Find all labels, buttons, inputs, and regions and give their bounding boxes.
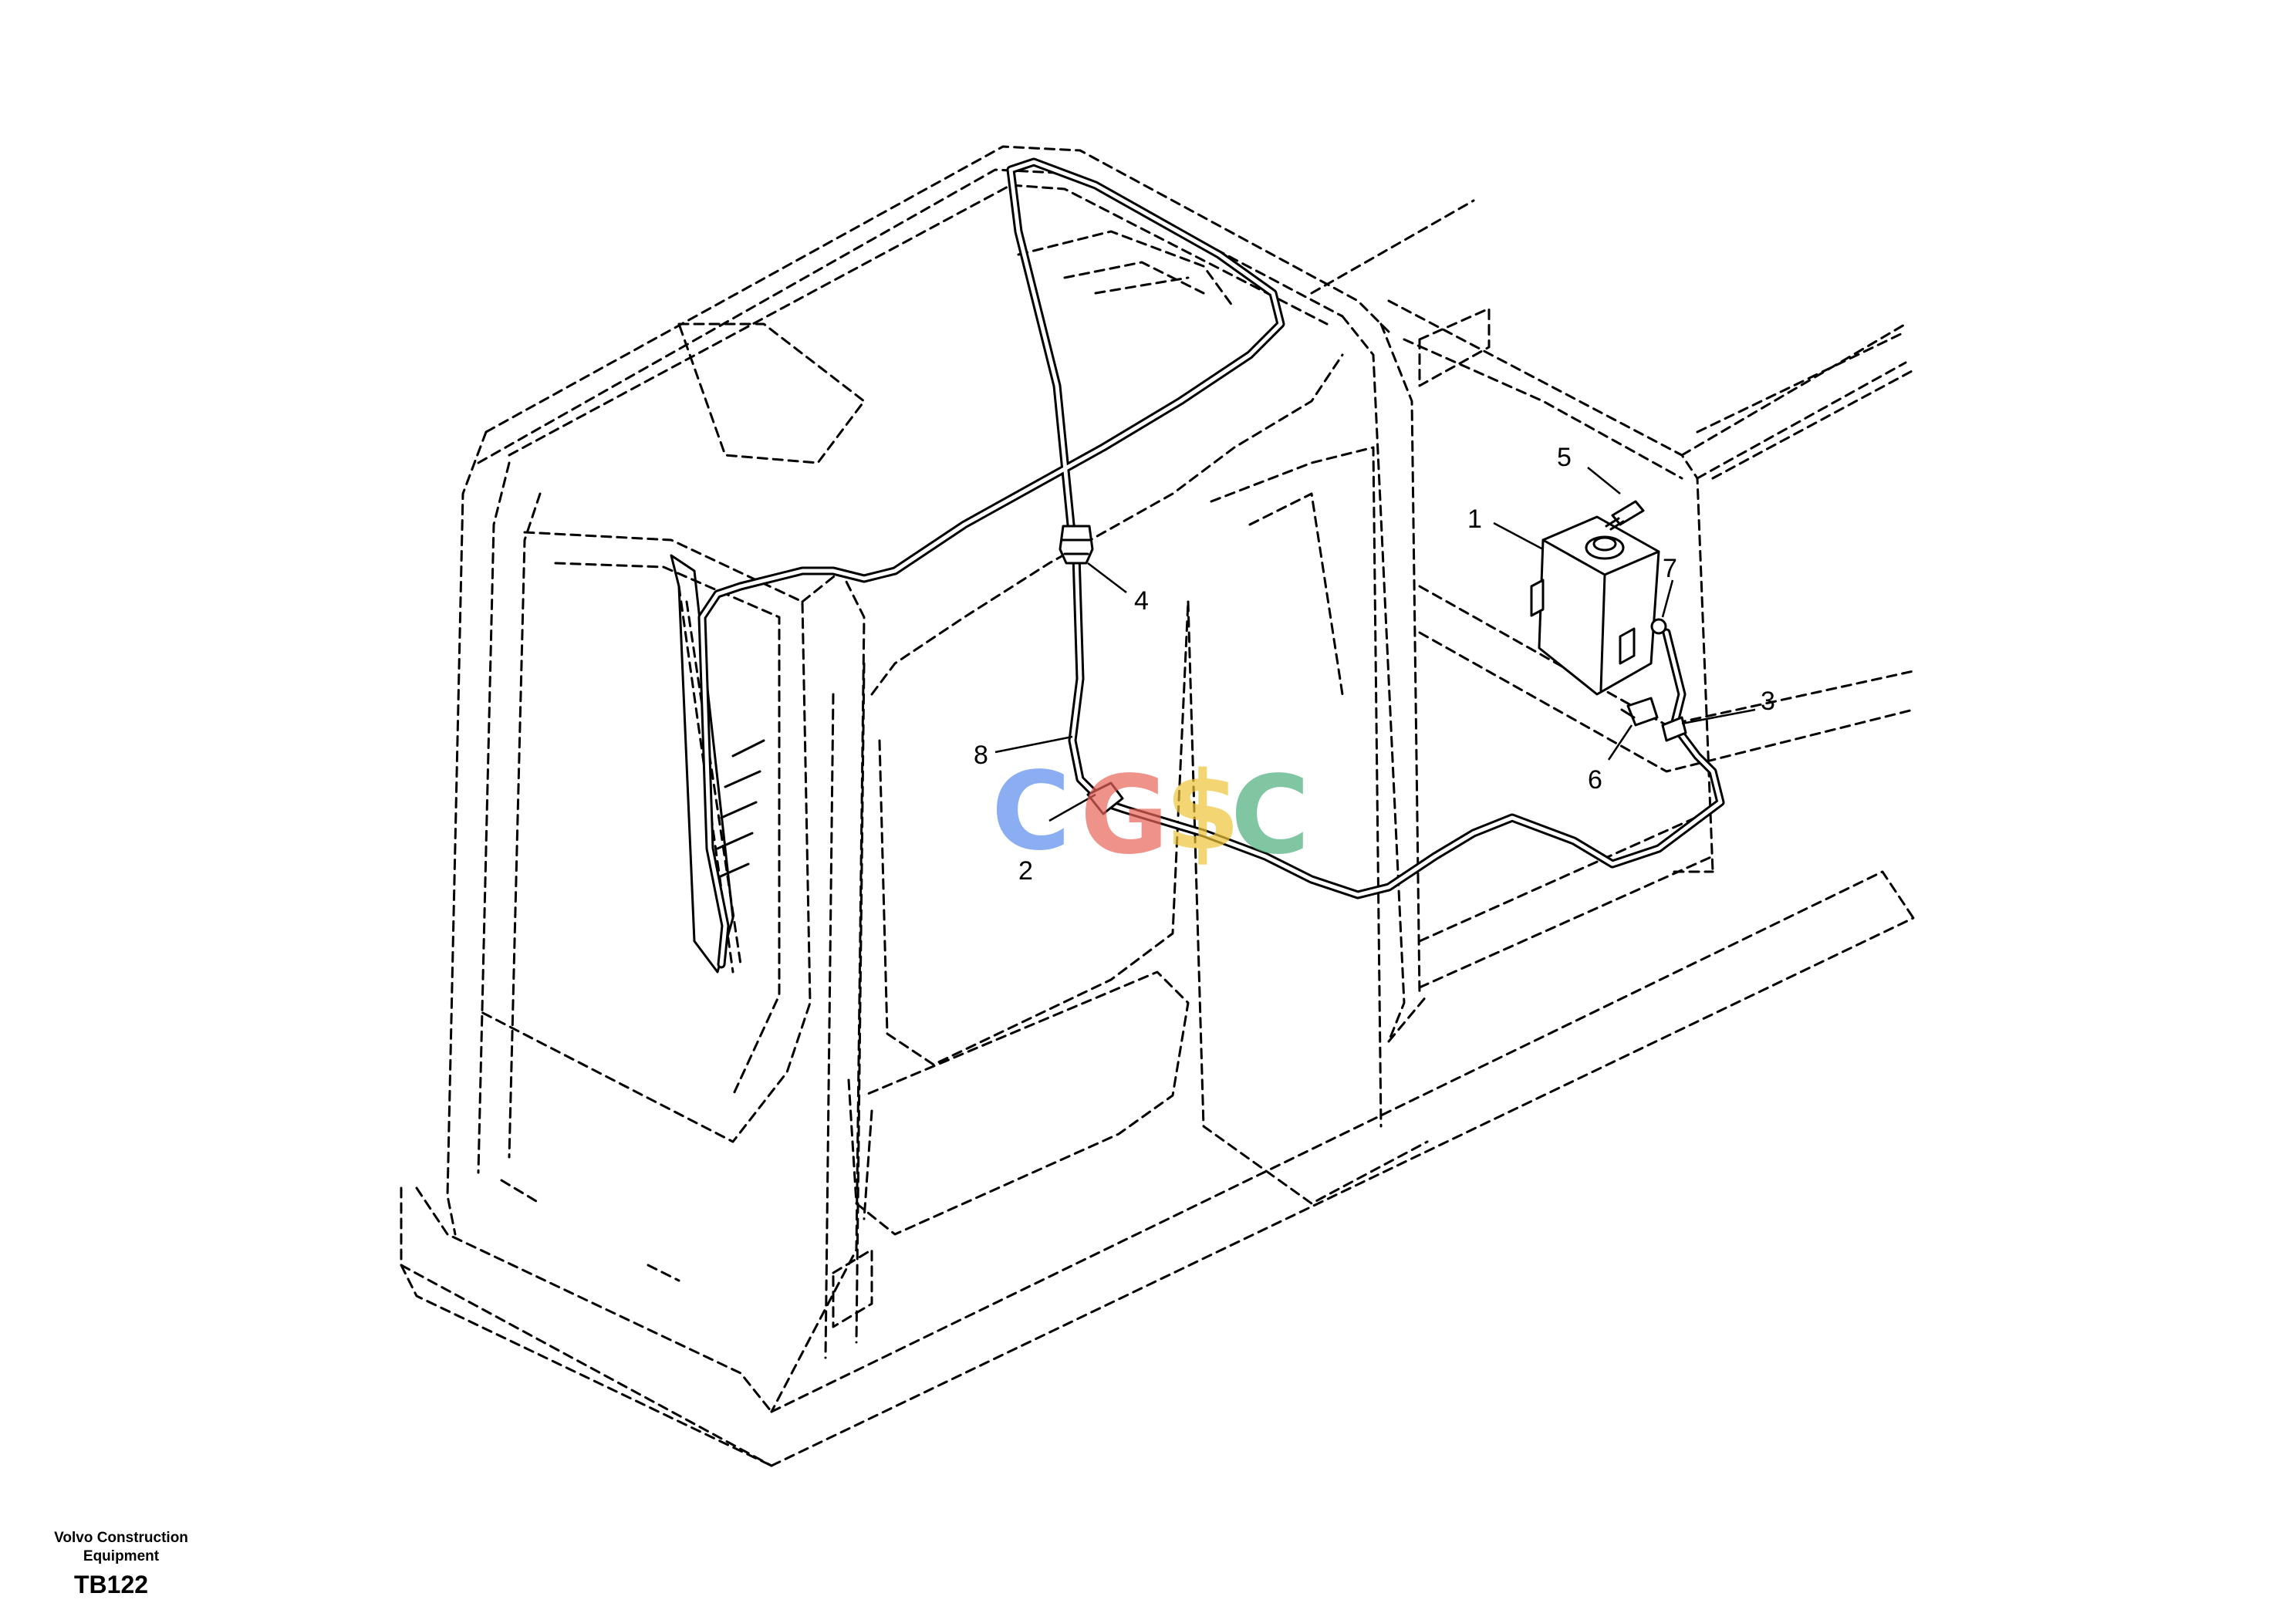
- callout-8: 8: [974, 741, 988, 770]
- wiper-arm: [670, 554, 765, 974]
- connector-part-2: [1086, 781, 1124, 815]
- watermark-letter-3: $: [1165, 749, 1240, 875]
- callout-3: 3: [1761, 687, 1775, 716]
- callout-5: 5: [1557, 443, 1572, 472]
- washer-tank-part-1: [1530, 515, 1660, 696]
- clip-part-3: [1661, 716, 1687, 742]
- watermark-logo: C G $ C: [991, 749, 1310, 879]
- callout-numbers: 1 2 3 4 5 6 7 8: [974, 443, 1775, 886]
- watermark-letter-2: G: [1080, 753, 1169, 879]
- callout-6: 6: [1588, 765, 1602, 795]
- watermark-letter-1: C: [991, 749, 1071, 875]
- callout-4: 4: [1134, 586, 1149, 616]
- callout-leaders: [994, 467, 1756, 822]
- watermark-letter-4: C: [1231, 753, 1310, 879]
- grommet-part-4: [1059, 525, 1094, 565]
- nozzle-part-7: [1650, 618, 1667, 635]
- washer-hose: [697, 157, 1725, 969]
- cab-outline: [400, 145, 1915, 1467]
- drawing-code: TB122: [74, 1571, 149, 1598]
- company-name: Volvo Construction Equipment: [54, 1530, 188, 1564]
- bolt-part-6: [1620, 697, 1659, 727]
- bolt-part-5: [1605, 500, 1645, 531]
- callout-2: 2: [1018, 856, 1033, 886]
- callout-1: 1: [1467, 505, 1482, 534]
- callout-7: 7: [1663, 554, 1677, 583]
